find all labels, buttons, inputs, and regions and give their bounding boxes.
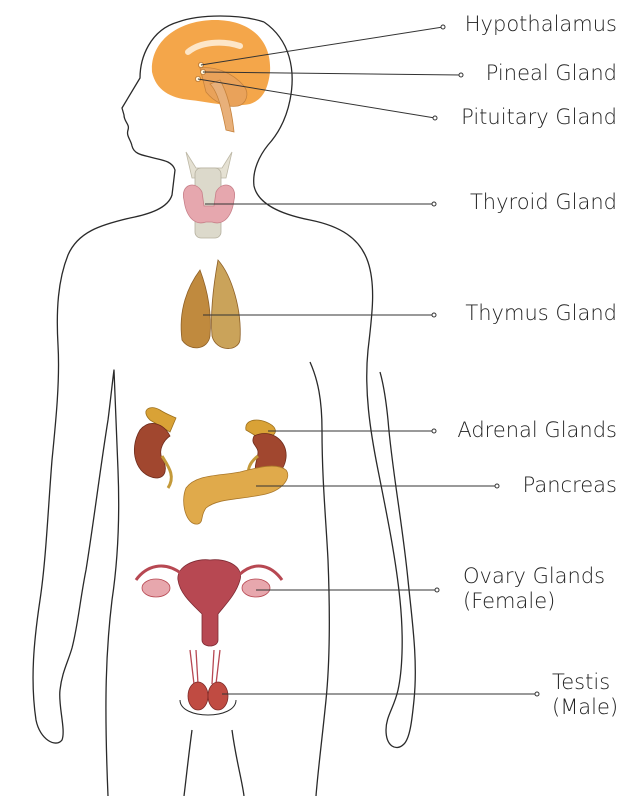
label-pituitary-gland: Pituitary Gland (461, 105, 617, 130)
uterus-ovaries-illustration (136, 560, 282, 646)
body-outline (33, 16, 415, 796)
label-hypothalamus: Hypothalamus (465, 12, 617, 37)
label-ovary-glands: Ovary Glands(Female) (463, 564, 617, 614)
brain-illustration (152, 20, 270, 132)
label-pancreas: Pancreas (523, 473, 617, 498)
testes-illustration (180, 650, 236, 715)
label-adrenal-glands: Adrenal Glands (457, 418, 617, 443)
thymus-illustration (181, 260, 240, 349)
thyroid-illustration (183, 152, 234, 238)
pancreas-illustration (184, 466, 288, 524)
label-thyroid-gland: Thyroid Gland (470, 190, 617, 215)
label-thymus-gland: Thymus Gland (465, 301, 617, 326)
label-pineal-gland: Pineal Gland (486, 61, 617, 86)
label-testis: Testis(Male) (552, 670, 618, 720)
